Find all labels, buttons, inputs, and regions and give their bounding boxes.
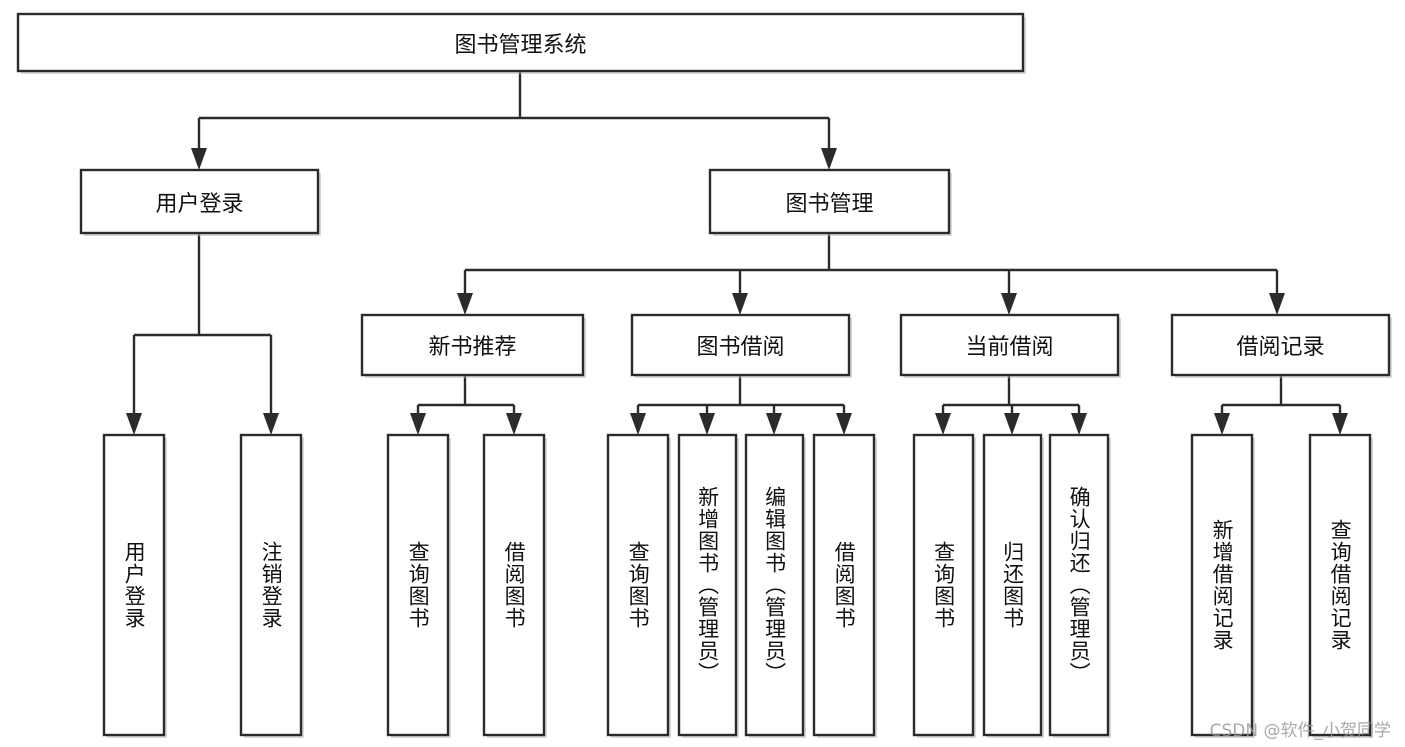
connectors-layer [126,71,1348,435]
connector-root-to-level2 [191,71,837,170]
arrow-head-icon [1071,413,1087,435]
node-leaf-query-borrow-record[interactable] [1308,433,1372,737]
arrow-head-icon [821,148,837,170]
arrow-head-icon [191,148,207,170]
node-leaf-edit-book[interactable] [744,433,805,737]
node-leaf-return-book[interactable] [982,433,1043,737]
arrow-head-icon [836,413,852,435]
node-leaf-user-login[interactable] [102,433,166,737]
arrow-head-icon [766,413,782,435]
arrow-head-icon [1269,293,1285,315]
arrow-head-icon [732,293,748,315]
node-leaf-logout[interactable] [239,433,303,737]
connector-current-borrow-to-leaves [935,375,1087,435]
node-book-borrow[interactable] [630,313,851,377]
arrow-head-icon [630,413,646,435]
node-leaf-add-book[interactable] [677,433,738,737]
arrow-head-icon [935,413,951,435]
node-user-login[interactable] [79,168,320,235]
connector-book-borrow-to-leaves [630,375,852,435]
node-borrow-records[interactable] [1170,313,1391,377]
node-book-management[interactable] [708,168,951,235]
node-leaf-query-book-1[interactable] [386,433,450,737]
arrow-head-icon [1332,413,1348,435]
connector-book-management-to-level3 [457,233,1285,315]
node-leaf-borrow-book-1[interactable] [482,433,546,737]
node-leaf-borrow-book-2[interactable] [812,433,876,737]
arrow-head-icon [699,413,715,435]
arrow-head-icon [1214,413,1230,435]
connector-borrow-records-to-leaves [1214,375,1348,435]
boxes-layer [16,12,1392,738]
arrow-head-icon [263,413,279,435]
node-leaf-query-book-2[interactable] [606,433,670,737]
connector-user-login-to-leaves [126,233,279,435]
node-current-borrow[interactable] [899,313,1120,377]
arrow-head-icon [410,413,426,435]
arrow-head-icon [457,293,473,315]
node-leaf-confirm-return[interactable] [1048,433,1110,737]
arrow-head-icon [506,413,522,435]
node-leaf-add-borrow-record[interactable] [1190,433,1254,737]
connector-new-book-recommend-to-leaves [410,375,522,435]
arrow-head-icon [1001,293,1017,315]
node-leaf-query-book-3[interactable] [912,433,975,737]
arrow-head-icon [1004,413,1020,435]
arrow-head-icon [126,413,142,435]
node-root[interactable] [16,12,1025,73]
node-new-book-recommend[interactable] [360,313,585,377]
